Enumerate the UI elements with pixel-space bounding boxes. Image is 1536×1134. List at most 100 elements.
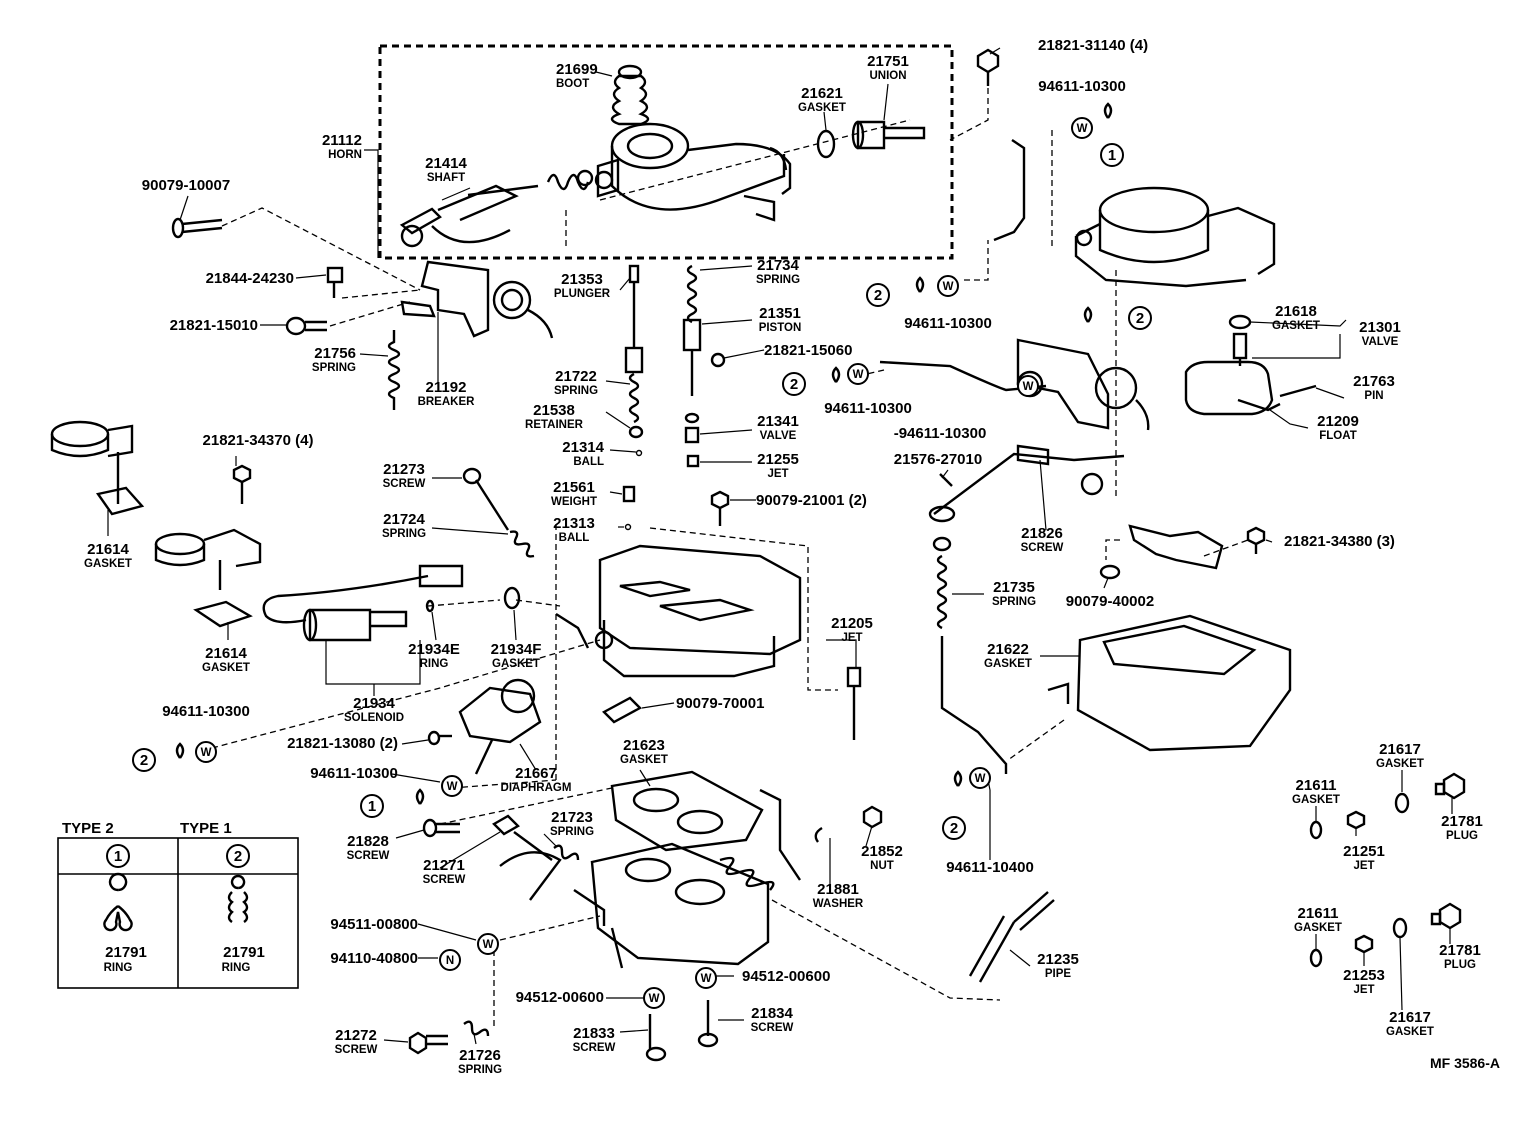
clip-2-right	[1083, 306, 1093, 323]
part-number: 21722	[555, 368, 597, 385]
part-number: 21235	[1037, 951, 1079, 968]
part-label-94512-00600-a: 94512-00600	[742, 968, 830, 985]
part-label-90079-40002: 90079-40002	[1066, 593, 1154, 610]
part-number: 21618	[1275, 303, 1317, 320]
part-name: SCREW	[383, 478, 426, 490]
part-number: 21623	[623, 737, 665, 754]
part-number: 21271	[423, 857, 465, 874]
part-number: 21255	[757, 451, 799, 468]
part-name: BOOT	[556, 78, 589, 90]
part-label-21821-34370: 21821-34370 (4)	[203, 432, 314, 449]
nut-94110: N	[439, 949, 461, 971]
diaphragm-drawing	[458, 678, 542, 775]
svg-text:W: W	[853, 369, 864, 381]
part-name: SPRING	[382, 528, 426, 540]
part-number: 21821-15060	[764, 342, 852, 359]
type1-part-name: RING	[222, 962, 251, 974]
part-number: 21826	[1021, 525, 1063, 542]
part-number: 21621	[801, 85, 843, 102]
svg-text:1: 1	[1108, 147, 1116, 164]
part-number: 21313	[553, 515, 595, 532]
svg-text:W: W	[1077, 123, 1088, 135]
part-number: 94511-00800	[330, 916, 418, 933]
washer-94512-a: W	[695, 967, 717, 989]
part-number: 94611-10300	[310, 765, 398, 782]
part-number: 21351	[759, 305, 801, 322]
clip-2-mid	[831, 366, 841, 383]
part-number: 21301	[1359, 319, 1401, 336]
screw-90079-10007-drawing	[171, 217, 223, 239]
svg-text:W: W	[447, 781, 458, 793]
type1-part-number: 21791	[223, 944, 265, 961]
ring-ref-1-left: 1	[360, 794, 384, 818]
float-drawing	[1184, 360, 1281, 416]
gasket-21617-a-drawing	[1394, 792, 1410, 814]
part-number: 21751	[867, 53, 909, 70]
svg-text:W: W	[649, 993, 660, 1005]
part-name: RETAINER	[525, 419, 584, 431]
boot-drawing	[610, 64, 650, 126]
part-name: GASKET	[492, 658, 540, 670]
bolt-21821-34370-drawing	[232, 464, 252, 504]
fuel-line-drawing	[993, 139, 1026, 242]
part-name: SCREW	[573, 1042, 616, 1054]
svg-text:W: W	[201, 747, 212, 759]
part-label-21821-15060: 21821-15060	[764, 342, 852, 359]
part-name: SHAFT	[427, 172, 465, 184]
part-number: 94512-00600	[742, 968, 830, 985]
part-name: GASKET	[1292, 794, 1340, 806]
carburetor-body-drawing	[555, 544, 802, 678]
bracket-upper-left-drawing	[50, 420, 134, 504]
part-name: HORN	[328, 149, 362, 161]
gasket-21611-a-drawing	[1309, 820, 1323, 840]
part-label-94611-10400: 94611-10400	[946, 859, 1034, 876]
air-horn-housing-drawing	[1074, 186, 1276, 288]
shaft-spring-drawing	[546, 173, 590, 191]
part-label-21821-31140: 21821-31140 (4)	[1038, 37, 1148, 54]
part-number: 21538	[533, 402, 575, 419]
part-number: 94611-10300	[904, 315, 992, 332]
part-name: SPRING	[458, 1064, 502, 1076]
washer-90079-40002-drawing	[1099, 564, 1121, 580]
jet-21205-drawing	[846, 666, 862, 740]
part-number: 21253	[1343, 967, 1385, 984]
part-name: SPRING	[992, 596, 1036, 608]
part-name: WEIGHT	[551, 496, 597, 508]
part-number: 21781	[1439, 942, 1481, 959]
part-90079-70001-drawing	[602, 696, 642, 724]
part-name: PIPE	[1045, 968, 1072, 980]
part-number: 21723	[551, 809, 593, 826]
part-label-21821-13080: 21821-13080 (2)	[287, 735, 398, 752]
screw-21828-drawing	[422, 818, 460, 838]
washer-left: W	[195, 741, 217, 763]
washer-top-right: W	[1071, 117, 1093, 139]
part-label-94611-10300-f: 94611-10300	[310, 765, 398, 782]
part-number: 21611	[1296, 777, 1337, 794]
leader-lines	[107, 47, 1453, 1045]
part-number: 21341	[757, 413, 799, 430]
part-drawings	[50, 44, 1466, 1062]
part-name: SPRING	[554, 385, 598, 397]
part-name: NUT	[870, 860, 894, 872]
part-label-94511-00800: 94511-00800	[330, 916, 418, 933]
